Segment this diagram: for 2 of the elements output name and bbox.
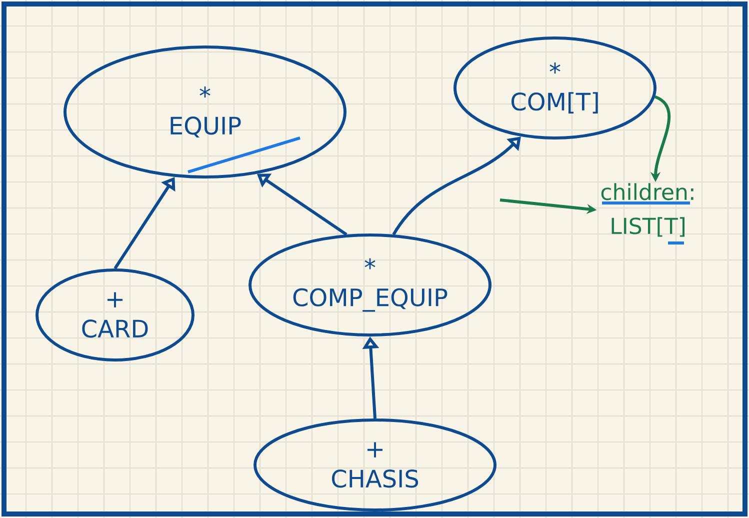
feature-label: children: LIST[T] (601, 183, 694, 237)
arrow (392, 136, 521, 236)
